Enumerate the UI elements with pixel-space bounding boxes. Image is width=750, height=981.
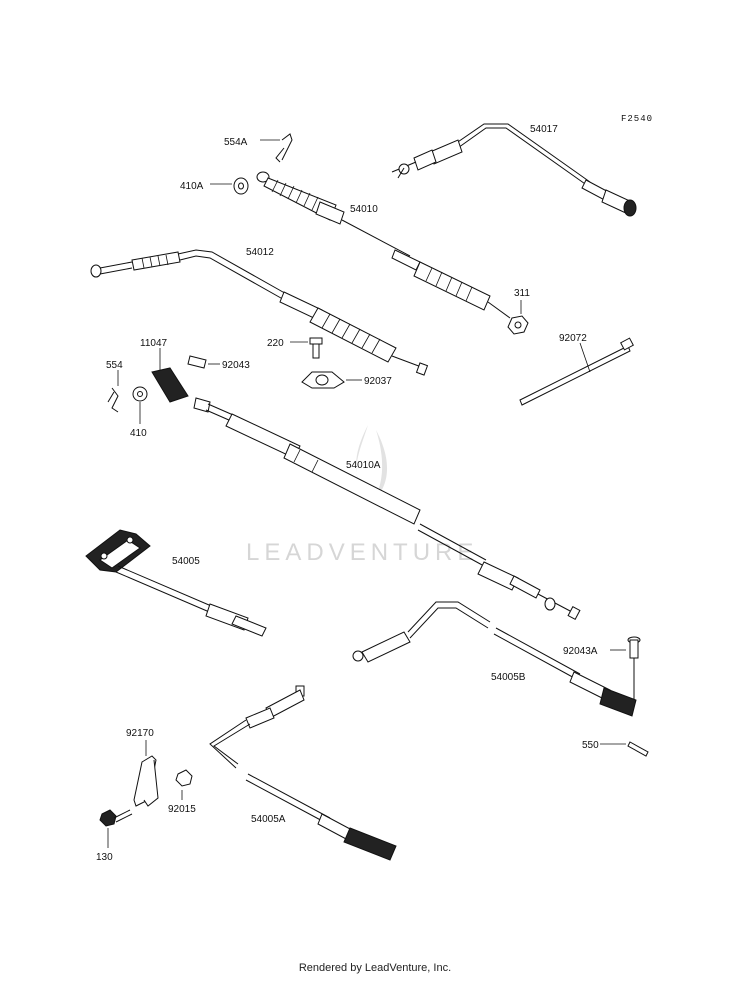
label-11047[interactable]: 11047 [140, 338, 168, 349]
part-54005-cable[interactable] [85, 529, 267, 637]
footer-credit: Rendered by LeadVenture, Inc. [298, 962, 452, 974]
part-54010-cable[interactable] [256, 171, 511, 319]
label-54012[interactable]: 54012 [246, 247, 274, 258]
part-220-bolt[interactable] [290, 337, 323, 359]
part-92043A-pin[interactable] [610, 636, 641, 700]
part-550-pin[interactable] [600, 741, 649, 757]
label-410A[interactable]: 410A [180, 181, 204, 192]
leadventure-watermark: LEADVENTURE [246, 425, 478, 566]
label-130[interactable]: 130 [96, 852, 113, 863]
label-92037[interactable]: 92037 [364, 376, 392, 387]
label-220[interactable]: 220 [267, 338, 284, 349]
part-92037-clamp[interactable] [301, 371, 362, 389]
part-labels: 554A 410A 54010 54017 54012 311 11047 92… [96, 124, 599, 863]
label-550[interactable]: 550 [582, 740, 599, 751]
label-54017[interactable]: 54017 [530, 124, 558, 135]
part-92072-tie[interactable] [519, 337, 634, 406]
label-54005[interactable]: 54005 [172, 556, 200, 567]
part-92170-bracket[interactable] [133, 740, 159, 807]
part-410-washer[interactable] [132, 386, 148, 424]
diagram-code: F2540 [621, 114, 653, 124]
part-54010A-cable[interactable] [193, 397, 581, 620]
label-92043[interactable]: 92043 [222, 360, 250, 371]
part-311-nut[interactable] [507, 300, 529, 335]
part-54005B-cable[interactable] [352, 601, 637, 717]
label-554A[interactable]: 554A [224, 137, 248, 148]
part-11047-bracket[interactable] [151, 348, 189, 403]
label-410[interactable]: 410 [130, 428, 147, 439]
label-554[interactable]: 554 [106, 360, 123, 371]
part-54017-cable[interactable] [391, 123, 637, 217]
part-92043-pin[interactable] [187, 355, 220, 369]
part-130-bolt[interactable] [99, 809, 133, 848]
label-92170[interactable]: 92170 [126, 728, 154, 739]
label-92072[interactable]: 92072 [559, 333, 587, 344]
label-92015[interactable]: 92015 [168, 804, 196, 815]
label-311[interactable]: 311 [514, 288, 530, 299]
part-54005A-cable[interactable] [209, 685, 397, 861]
part-410A-washer[interactable] [210, 177, 249, 195]
label-54005A[interactable]: 54005A [251, 814, 286, 825]
label-54005B[interactable]: 54005B [491, 672, 526, 683]
watermark-text: LEADVENTURE [246, 539, 478, 566]
part-554A-clip[interactable] [260, 133, 293, 163]
label-54010A[interactable]: 54010A [346, 460, 381, 471]
label-92043A[interactable]: 92043A [563, 646, 598, 657]
part-92015-nut[interactable] [175, 769, 193, 800]
part-554-clip[interactable] [107, 370, 119, 413]
part-54012-cable[interactable] [90, 249, 429, 376]
label-54010[interactable]: 54010 [350, 204, 378, 215]
